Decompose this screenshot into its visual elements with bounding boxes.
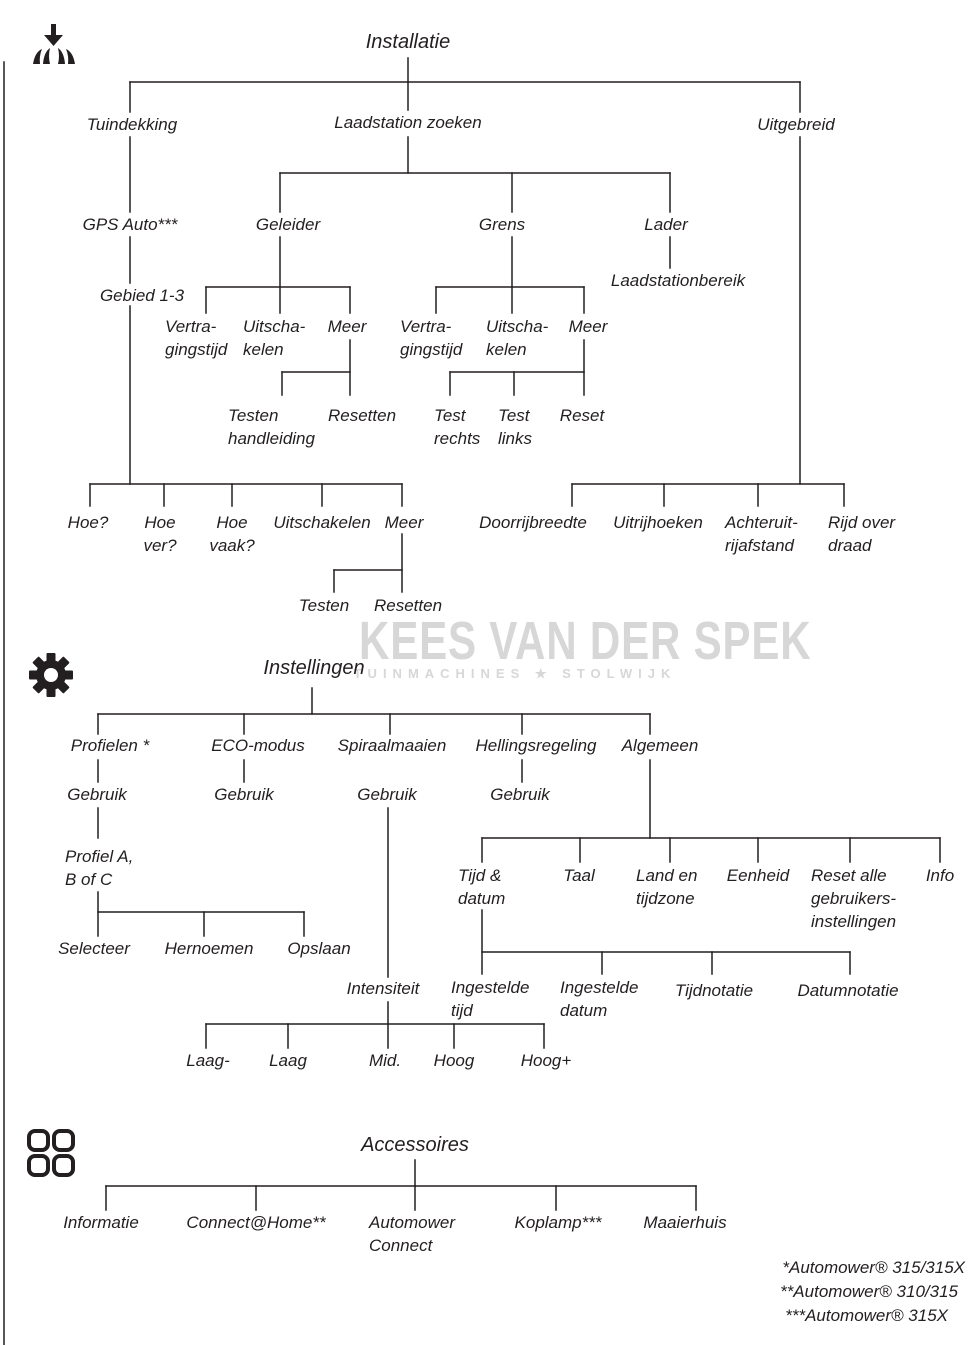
node-eco-modus: ECO-modus	[211, 736, 305, 755]
node-test-links: Test links	[498, 406, 533, 448]
node-hoog-plus: Hoog+	[520, 1051, 572, 1070]
node-hoe-vaak: Hoe vaak?	[209, 513, 255, 555]
installatie-title: Installatie	[365, 31, 451, 53]
node-eenheid: Eenheid	[726, 866, 790, 885]
node-rijd-over-draad: Rijd over draad	[828, 513, 896, 555]
node-uitgebreid: Uitgebreid	[757, 115, 835, 134]
footnote-310-315: **Automower® 310/315	[780, 1282, 958, 1301]
node-intensiteit: Intensiteit	[346, 979, 420, 998]
node-mid: Mid.	[368, 1051, 402, 1070]
node-laadstationbereik: Laadstationbereik	[610, 271, 746, 290]
node-automower-connect: Automower Connect	[369, 1213, 455, 1255]
node-hellingsregeling: Hellingsregeling	[475, 736, 597, 755]
node-testen: Testen	[298, 596, 350, 615]
mower-install-icon	[33, 24, 75, 64]
node-ingestelde-datum: Ingestelde datum	[560, 978, 639, 1020]
node-grens: Grens	[478, 215, 526, 234]
instellingen-title: Instellingen	[263, 657, 365, 679]
node-grens-meer: Meer	[568, 317, 608, 336]
node-tijdnotatie: Tijdnotatie	[674, 981, 754, 1000]
node-eco-gebruik: Gebruik	[214, 785, 274, 804]
node-koplamp: Koplamp***	[514, 1213, 602, 1232]
node-laadstation-zoeken: Laadstation zoeken	[334, 113, 482, 132]
node-connect-home: Connect@Home**	[186, 1213, 326, 1232]
node-geleider-uitschakelen: Uitscha- kelen	[243, 317, 306, 359]
node-uitschakelen: Uitschakelen	[273, 513, 371, 532]
node-tijd-datum: Tijd & datum	[458, 866, 506, 908]
gear-icon	[29, 653, 73, 697]
node-reset: Reset	[559, 406, 605, 425]
grid-icon	[27, 1129, 75, 1177]
watermark-subtitle: TUINMACHINES ★ STOLWIJK	[353, 666, 677, 681]
node-hoe-ver: Hoe ver?	[143, 513, 177, 555]
node-reset-alle: Reset alle gebruikers- instellingen	[811, 866, 897, 931]
node-profielen: Profielen *	[70, 736, 150, 755]
node-spiraalmaaien: Spiraalmaaien	[337, 736, 447, 755]
node-testen-handleiding: Testen handleiding	[228, 406, 315, 448]
node-taal: Taal	[563, 866, 595, 885]
node-laag-min: Laag-	[186, 1051, 230, 1070]
node-hoe: Hoe?	[67, 513, 109, 532]
node-hoog: Hoog	[433, 1051, 475, 1070]
node-opslaan: Opslaan	[287, 939, 351, 958]
node-lader: Lader	[644, 215, 688, 234]
node-hernoemen: Hernoemen	[164, 939, 254, 958]
node-info: Info	[925, 866, 955, 885]
node-geleider: Geleider	[255, 215, 321, 234]
node-ingestelde-tijd: Ingestelde tijd	[451, 978, 530, 1020]
node-geleider-vertragingstijd: Vertra- gingstijd	[165, 317, 228, 359]
node-doorrijbreedte: Doorrijbreedte	[479, 513, 587, 532]
accessoires-title: Accessoires	[361, 1134, 469, 1156]
node-spiraal-gebruik: Gebruik	[357, 785, 417, 804]
node-uitrijhoeken: Uitrijhoeken	[613, 513, 703, 532]
node-datumnotatie: Datumnotatie	[797, 981, 899, 1000]
node-gps-auto: GPS Auto***	[82, 215, 178, 234]
node-gebied: Gebied 1-3	[99, 286, 185, 305]
node-informatie: Informatie	[63, 1213, 139, 1232]
node-land-tijdzone: Land en tijdzone	[636, 866, 698, 908]
node-achteruitrijafstand: Achteruit- rijafstand	[725, 513, 798, 555]
node-laag: Laag	[269, 1051, 307, 1070]
node-helling-gebruik: Gebruik	[490, 785, 550, 804]
node-profiel-abc: Profiel A, B of C	[65, 847, 134, 889]
node-tuindekking: Tuindekking	[86, 115, 178, 134]
node-profielen-gebruik: Gebruik	[67, 785, 127, 804]
node-meer: Meer	[384, 513, 424, 532]
footnote-315-315x: *Automower® 315/315X	[782, 1258, 965, 1277]
node-test-rechts: Test rechts	[434, 406, 481, 448]
node-selecteer: Selecteer	[58, 939, 130, 958]
node-grens-vertragingstijd: Vertra- gingstijd	[400, 317, 463, 359]
node-geleider-resetten: Resetten	[327, 406, 397, 425]
node-resetten: Resetten	[373, 596, 443, 615]
node-grens-uitschakelen: Uitscha- kelen	[486, 317, 549, 359]
node-maaierhuis: Maaierhuis	[643, 1213, 727, 1232]
node-algemeen: Algemeen	[621, 736, 699, 755]
footnote-315x: ***Automower® 315X	[785, 1306, 948, 1325]
node-geleider-meer: Meer	[327, 317, 367, 336]
